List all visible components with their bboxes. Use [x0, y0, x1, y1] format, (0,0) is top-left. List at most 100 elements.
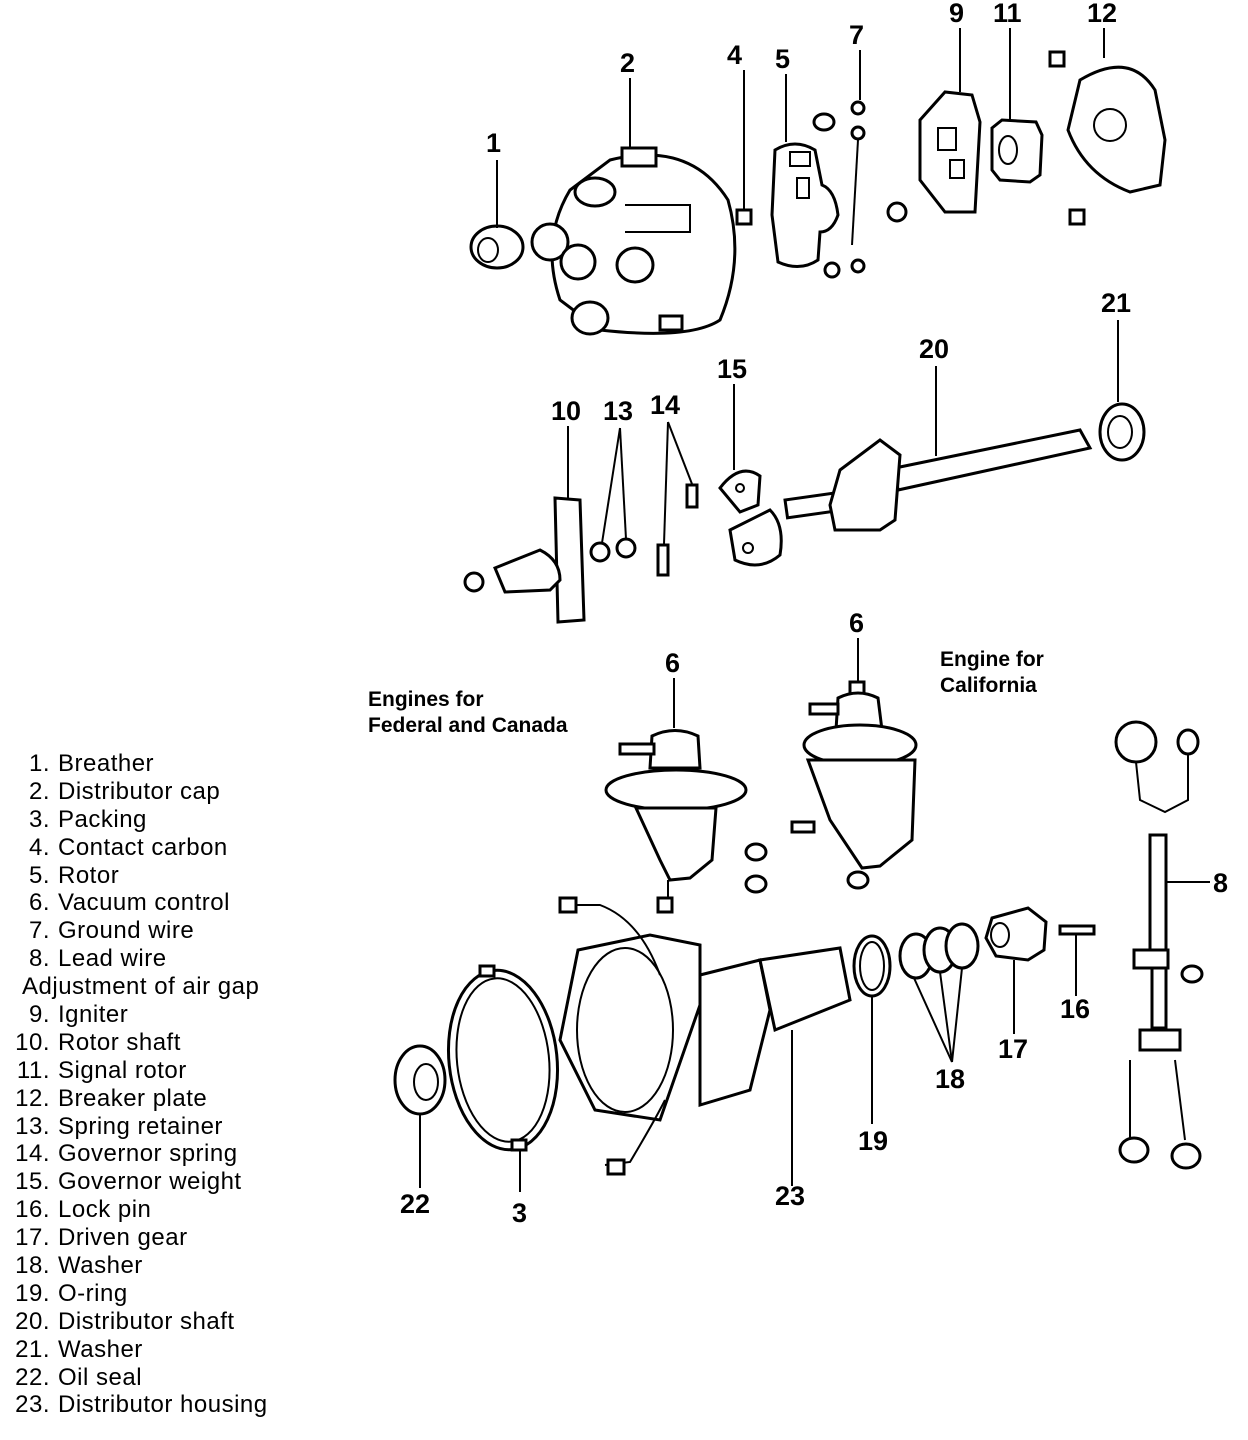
legend-item: 16. Lock pin	[4, 1196, 304, 1224]
callout-22: 22	[400, 1189, 430, 1219]
callout-19: 19	[858, 1126, 888, 1156]
legend-label: Packing	[58, 805, 147, 833]
part-screw-b	[886, 201, 908, 223]
legend-item: 21.Washer	[4, 1336, 304, 1364]
legend-number: 16.	[15, 1196, 50, 1224]
legend-item: 8.Lead wire	[4, 945, 304, 973]
legend-label: Driven gear	[58, 1224, 188, 1252]
legend-label: O-ring	[58, 1279, 128, 1307]
callout-6-california: 6	[849, 608, 864, 638]
legend-item: 13.Spring retainer	[4, 1113, 304, 1141]
part-vacuum-control-california	[790, 680, 918, 890]
part-o-ring	[852, 934, 892, 998]
legend-item: 12. Breaker plate	[4, 1085, 304, 1113]
callout-17: 17	[998, 1034, 1028, 1064]
legend-item: 23.Distributor housing	[4, 1391, 304, 1419]
callout-2: 2	[620, 48, 635, 78]
legend-item: 3. Packing	[4, 806, 304, 834]
part-governor-spring	[656, 483, 699, 577]
part-driven-gear	[984, 906, 1048, 962]
legend-label: Oil seal	[58, 1363, 143, 1391]
leader-14a	[667, 421, 693, 485]
legend-number: 17.	[15, 1224, 50, 1252]
legend-number: 11.	[16, 1056, 50, 1084]
leader-18c	[951, 967, 963, 1063]
legend-number: 13.	[15, 1112, 50, 1140]
legend-label: Igniter	[58, 1001, 129, 1029]
legend-number: 5.	[28, 861, 50, 889]
legend-number: 21.	[15, 1335, 50, 1363]
leader-13a	[601, 427, 621, 544]
legend-number: 3.	[28, 805, 50, 833]
callout-16: 16	[1060, 994, 1090, 1024]
part-breather	[469, 224, 525, 270]
part-washer-21	[1098, 402, 1146, 462]
legend-number: 1.	[28, 750, 50, 777]
legend-item: 9. Igniter	[4, 1001, 304, 1029]
legend-number: 15.	[15, 1168, 50, 1196]
callout-10: 10	[551, 396, 581, 426]
legend-number: 10.	[15, 1028, 50, 1056]
legend-label: Rotor shaft	[58, 1028, 181, 1056]
legend-number: 2.	[28, 777, 50, 805]
legend-item: 11. Signal rotor	[4, 1057, 304, 1085]
part-lead-wire	[1114, 720, 1204, 1170]
part-contact-carbon	[735, 208, 753, 226]
legend-item: 18. Washer	[4, 1252, 304, 1280]
part-governor-weight	[718, 469, 783, 567]
legend-number: 19.	[15, 1279, 50, 1307]
legend-item: 10. Rotor shaft	[4, 1029, 304, 1057]
legend-number: 7.	[28, 917, 50, 945]
callout-15: 15	[717, 354, 747, 384]
legend-item: 20.Distributor shaft	[4, 1308, 304, 1336]
callout-7: 7	[849, 20, 864, 50]
legend-number: 22.	[15, 1363, 50, 1391]
legend-number: 6.	[28, 889, 50, 917]
part-oil-seal	[393, 1044, 447, 1116]
parts-legend: 1.Breather 2.Distributor cap 3.Packing 4…	[4, 750, 304, 1419]
legend-label: Breather	[58, 750, 155, 777]
callout-4: 4	[727, 40, 742, 70]
callout-23: 23	[775, 1181, 805, 1211]
leader-14b	[663, 421, 669, 545]
legend-number: 9.	[28, 1001, 50, 1029]
legend-item: 17. Driven gear	[4, 1224, 304, 1252]
legend-label: Rotor	[58, 861, 120, 889]
legend-number: 12.	[15, 1084, 50, 1112]
legend-item: 7. Ground wire	[4, 917, 304, 945]
callout-20: 20	[919, 334, 949, 364]
part-rotor-shaft	[463, 496, 586, 624]
legend-label: Breaker plate	[58, 1084, 208, 1112]
caption-federal-2: Federal and Canada	[368, 714, 568, 737]
callout-1: 1	[486, 128, 501, 158]
part-washers-18	[898, 922, 980, 980]
legend-label: Ground wire	[58, 917, 195, 945]
callout-3: 3	[512, 1198, 527, 1228]
legend-label: Contact carbon	[58, 833, 228, 861]
leader-18a	[913, 977, 953, 1063]
part-vacuum-control-federal	[604, 729, 748, 914]
legend-label: Distributor housing	[58, 1391, 268, 1419]
part-distributor-shaft	[783, 428, 1093, 532]
legend-label: Distributor shaft	[58, 1307, 235, 1335]
legend-label: Lock pin	[58, 1196, 152, 1224]
legend-item: 6. Vacuum control	[4, 889, 304, 917]
callout-13: 13	[603, 396, 633, 426]
callout-11: 11	[993, 0, 1022, 28]
legend-item: 1. Breather	[4, 750, 304, 778]
part-spring-retainer	[589, 537, 637, 563]
legend-note: Adjustment of air gap	[22, 973, 260, 1001]
legend-item: 4.Contact carbon	[4, 834, 304, 862]
caption-california-2: California	[940, 674, 1037, 697]
legend-label: Lead wire	[58, 945, 167, 973]
callout-14: 14	[650, 390, 680, 420]
callout-6-federal: 6	[665, 648, 680, 678]
legend-number: 18.	[15, 1252, 50, 1280]
part-igniter	[918, 90, 982, 214]
part-lock-pin	[1058, 924, 1096, 936]
legend-label: Washer	[58, 1252, 143, 1280]
legend-label: Signal rotor	[58, 1056, 187, 1084]
legend-item: 5. Rotor	[4, 862, 304, 890]
legend-label: Vacuum control	[58, 889, 230, 917]
part-ground-wire	[823, 100, 866, 279]
